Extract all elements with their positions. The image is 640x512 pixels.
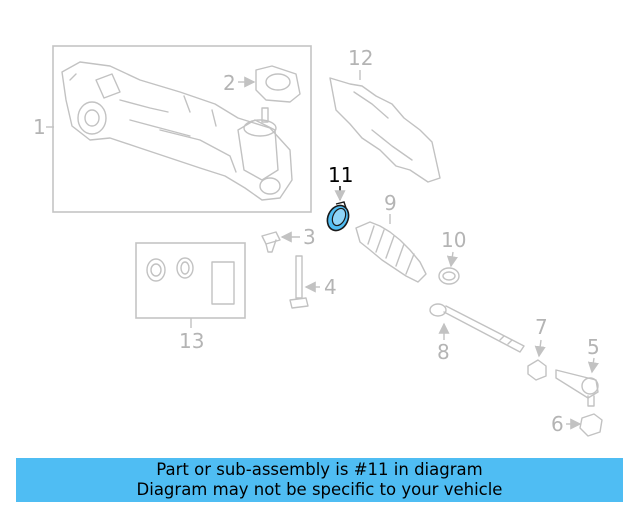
label-1: 1: [33, 115, 46, 139]
bolt-4[interactable]: [289, 255, 309, 309]
label-6: 6: [551, 412, 564, 436]
bolt-3[interactable]: [261, 231, 281, 253]
label-9: 9: [384, 191, 397, 215]
boot-clamp-highlighted[interactable]: [323, 201, 352, 234]
steering-gear-assembly[interactable]: [52, 45, 312, 213]
outer-clamp[interactable]: [438, 267, 460, 285]
label-13: 13: [179, 329, 204, 353]
label-3: 3: [303, 225, 316, 249]
mount-bushing[interactable]: [255, 65, 301, 103]
outer-tie-rod-end[interactable]: [555, 369, 599, 407]
parts-diagram: 1 2 12 11 9 10 3 4: [33, 45, 603, 437]
label-5: 5: [587, 335, 600, 359]
heat-shield[interactable]: [329, 77, 441, 183]
label-12: 12: [348, 46, 373, 70]
banner-line-2: Diagram may not be specific to your vehi…: [136, 480, 503, 499]
label-8: 8: [437, 340, 450, 364]
inner-tie-rod[interactable]: [429, 303, 525, 353]
label-7: 7: [535, 315, 548, 339]
label-11: 11: [328, 163, 353, 187]
banner-line-1: Part or sub-assembly is #11 in diagram: [156, 460, 483, 479]
bellows-boot[interactable]: [355, 221, 427, 283]
label-10: 10: [441, 228, 466, 252]
castle-nut[interactable]: [579, 413, 603, 437]
label-4: 4: [324, 275, 337, 299]
info-banner: Part or sub-assembly is #11 in diagram D…: [16, 458, 623, 502]
jam-nut[interactable]: [527, 359, 547, 381]
label-2: 2: [223, 71, 236, 95]
boot-kit[interactable]: [135, 242, 246, 319]
